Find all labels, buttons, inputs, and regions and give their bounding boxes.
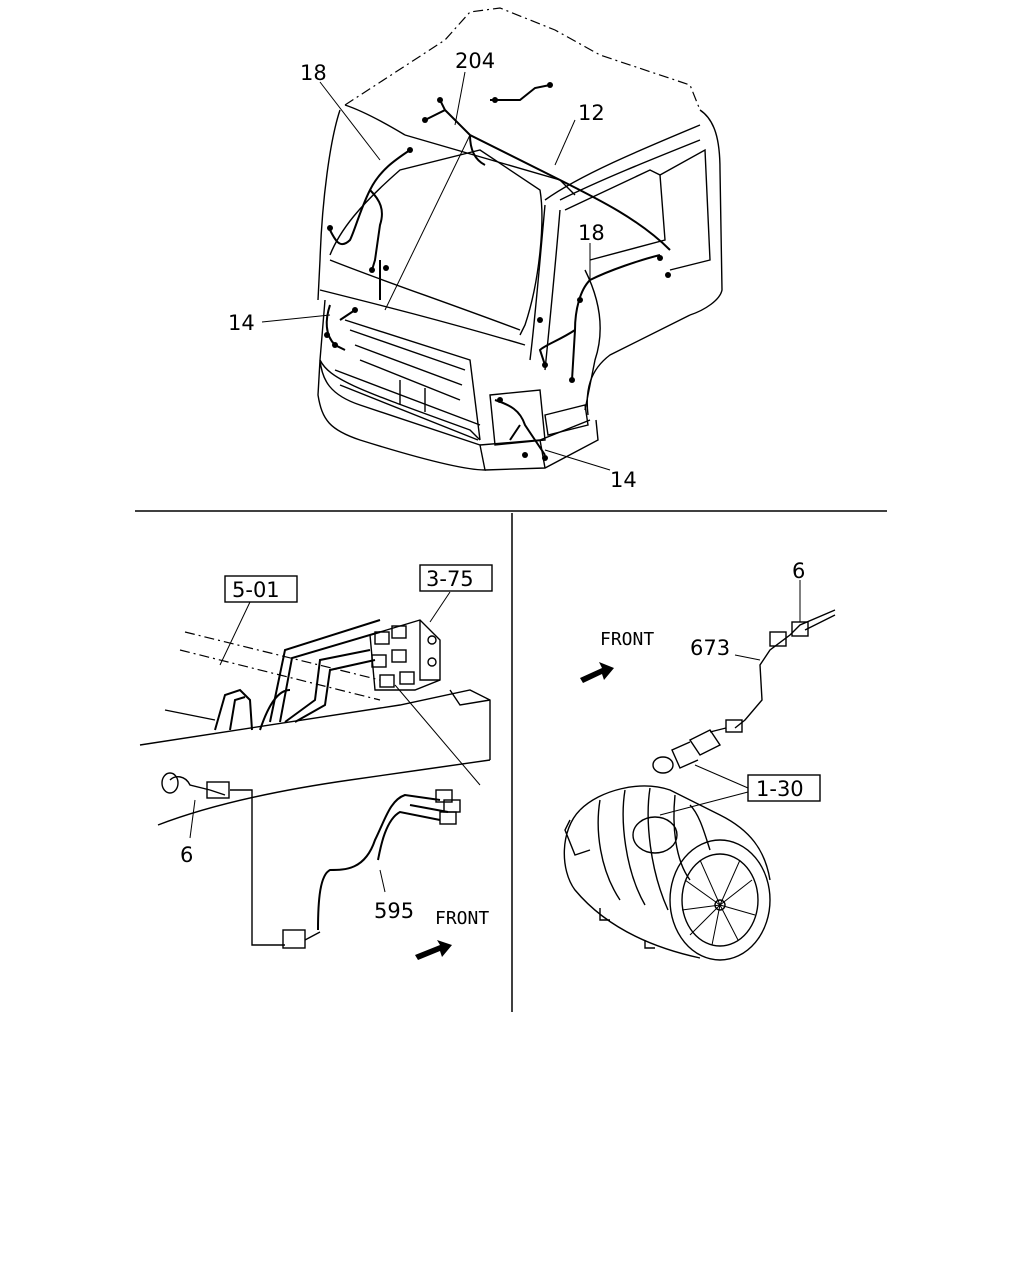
ref-box-3-75 xyxy=(419,564,493,592)
ref-1-30: 1-30 xyxy=(756,777,804,801)
callout-673: 673 xyxy=(690,636,730,660)
ref-box-5-01 xyxy=(224,575,298,603)
callout-6-left: 6 xyxy=(180,843,193,867)
front-label-right: FRONT xyxy=(600,629,654,650)
ref-box-1-30 xyxy=(747,774,821,802)
top-callouts: 18 204 12 18 14 14 xyxy=(228,49,637,492)
callout-204: 204 xyxy=(455,49,495,73)
callout-18-left: 18 xyxy=(300,61,327,85)
cab-illustration xyxy=(261,7,723,471)
frame-illustration xyxy=(139,591,491,960)
callout-6-right: 6 xyxy=(792,559,805,583)
front-arrow-icon xyxy=(580,662,614,683)
air-cleaner-illustration xyxy=(563,580,836,961)
lower-right-labels: 6 673 FRONT 1-30 xyxy=(600,559,821,802)
callout-12: 12 xyxy=(578,101,605,125)
callout-14-left: 14 xyxy=(228,311,255,335)
lower-left-labels: 5-01 3-75 6 595 FRONT xyxy=(180,564,493,929)
ref-3-75: 3-75 xyxy=(426,567,474,591)
callout-595: 595 xyxy=(374,899,414,923)
callout-18-right: 18 xyxy=(578,221,605,245)
front-label-left: FRONT xyxy=(435,908,489,929)
ref-5-01: 5-01 xyxy=(232,578,280,602)
front-arrow-icon xyxy=(415,940,452,960)
callout-14-right: 14 xyxy=(610,468,637,492)
